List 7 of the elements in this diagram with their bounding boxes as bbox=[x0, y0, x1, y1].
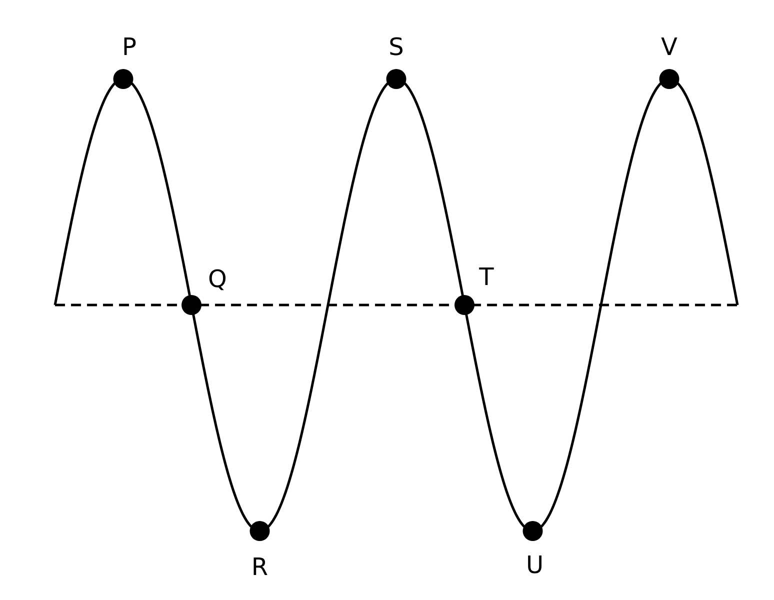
point-label: U bbox=[526, 553, 544, 577]
point-label: V bbox=[661, 35, 678, 59]
point-label: Q bbox=[208, 267, 227, 291]
point-label: R bbox=[251, 555, 268, 579]
point-label: S bbox=[388, 35, 404, 59]
point-label: T bbox=[479, 265, 494, 289]
point-label: P bbox=[122, 35, 136, 59]
